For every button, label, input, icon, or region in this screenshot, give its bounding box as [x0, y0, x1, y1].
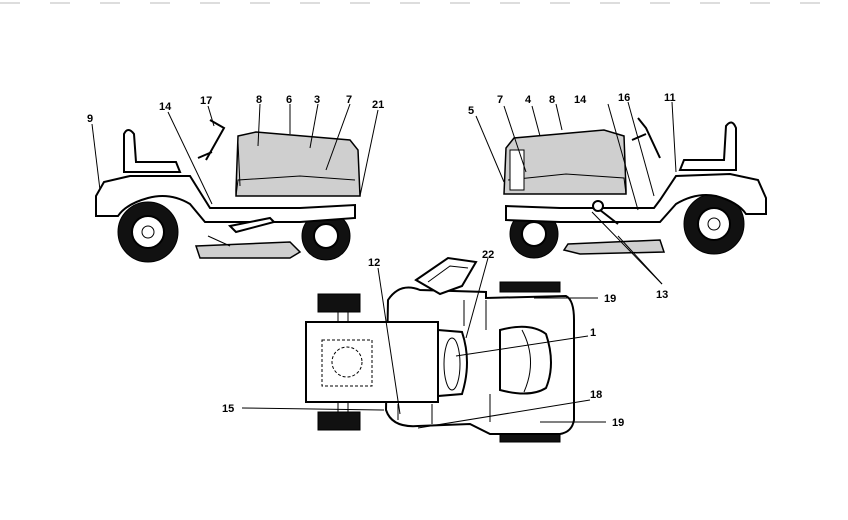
right-callout-5: 14 — [574, 94, 587, 106]
right-callout-2: 7 — [497, 94, 503, 106]
left-side-view: 9 14 17 8 6 3 7 21 — [87, 94, 384, 263]
right-steering-wheel — [637, 117, 661, 159]
right-mower-deck — [562, 239, 666, 255]
top-steering-area — [414, 256, 478, 296]
left-callout-2: 14 — [159, 101, 172, 113]
right-seat — [678, 121, 737, 171]
right-side-view: 5 7 4 8 14 16 11 13 — [468, 92, 767, 301]
left-callout-7: 7 — [346, 94, 352, 106]
top-left-rear-tire — [317, 411, 361, 431]
right-rear-fender — [505, 172, 767, 223]
left-mower-deck — [194, 241, 302, 259]
top-callout-1: 12 — [368, 257, 380, 269]
left-rear-fender — [95, 175, 356, 223]
left-callout-4: 8 — [256, 94, 262, 106]
left-callout-1: 9 — [87, 113, 93, 125]
right-callout-6: 16 — [618, 92, 630, 104]
top-callout-5: 15 — [222, 403, 234, 415]
right-callout-8: 13 — [656, 289, 668, 301]
left-callout-6: 3 — [314, 94, 320, 106]
top-callout-2: 22 — [482, 249, 494, 261]
top-callout-7: 19 — [612, 417, 624, 429]
right-callout-7: 11 — [664, 92, 676, 104]
top-left-front-tire — [317, 293, 361, 313]
top-callout-3: 19 — [604, 293, 616, 305]
left-callout-3: 17 — [200, 95, 212, 107]
top-callout-6: 18 — [590, 389, 602, 401]
top-view: 12 22 19 1 15 18 19 — [222, 249, 624, 443]
top-callout-4: 1 — [590, 327, 596, 339]
right-hood — [503, 129, 627, 195]
left-seat — [123, 129, 182, 173]
right-callout-4: 8 — [549, 94, 555, 106]
left-steering-wheel — [205, 119, 226, 161]
left-hood — [235, 131, 361, 197]
right-callout-3: 4 — [525, 94, 532, 106]
left-callout-5: 6 — [286, 94, 292, 106]
right-callout-1: 5 — [468, 105, 474, 117]
top-right-front-tire — [499, 281, 561, 293]
left-callout-8: 21 — [372, 99, 384, 111]
